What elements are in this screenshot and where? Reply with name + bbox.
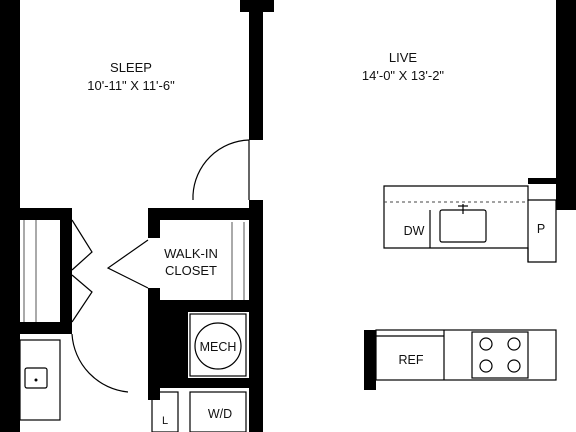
pantry-label: P xyxy=(537,222,545,236)
live-room-name: LIVE xyxy=(389,50,418,65)
ref-wall-left xyxy=(364,330,376,390)
burner-4 xyxy=(507,359,521,373)
linen-shelf xyxy=(151,391,179,432)
refrigerator-label: REF xyxy=(399,353,424,367)
mech-water-heater xyxy=(194,322,242,370)
sleep-bottom-wall-right xyxy=(148,208,249,220)
bifold-door-upper xyxy=(71,219,93,271)
mech-label: MECH xyxy=(200,340,237,354)
sleep-door-swing xyxy=(192,139,250,196)
sink-drain xyxy=(34,378,38,382)
left-exterior-wall-lower xyxy=(0,208,20,432)
bath-door-swing xyxy=(71,333,129,393)
walk-in-label-line1: WALK-IN xyxy=(164,246,218,261)
burner-3 xyxy=(479,359,493,373)
burner-1 xyxy=(479,337,493,351)
closet-core-wall-right xyxy=(249,200,263,432)
sleep-room-dims: 10'-11" X 11'-6" xyxy=(87,78,175,93)
vanity-counter xyxy=(19,339,61,421)
burner-2 xyxy=(507,337,521,351)
sleep-live-partition xyxy=(249,0,263,140)
mech-left-wall xyxy=(148,312,188,388)
left-exterior-wall-upper xyxy=(0,0,20,210)
sleep-room-name: SLEEP xyxy=(110,60,152,75)
dishwasher-label: DW xyxy=(404,224,425,238)
walk-in-door xyxy=(106,239,149,289)
range xyxy=(471,331,529,379)
back-counter xyxy=(375,329,557,381)
kitchen-right-wall xyxy=(556,180,576,210)
mech-bottom-wall xyxy=(180,378,249,388)
linen-label: L xyxy=(162,415,168,427)
walk-in-label-line2: CLOSET xyxy=(165,263,217,278)
bifold-door-lower xyxy=(71,274,93,323)
bath-top-wall xyxy=(20,322,72,334)
mech-enclosure xyxy=(189,313,247,377)
live-room-dims: 14'-0" X 13'-2" xyxy=(362,68,445,83)
sink-basin xyxy=(24,367,48,389)
walk-in-left-wall xyxy=(148,208,160,238)
walk-in-bottom-wall xyxy=(148,300,249,312)
island-counter xyxy=(383,185,557,263)
pantry-wall-top xyxy=(528,178,576,184)
washer-dryer-label: W/D xyxy=(208,407,232,421)
right-exterior-wall xyxy=(556,0,576,180)
island-sink xyxy=(439,209,487,243)
bath-closet-wall xyxy=(60,208,72,333)
sleep-bottom-wall-left xyxy=(20,208,68,220)
wd-enclosure xyxy=(189,391,247,432)
